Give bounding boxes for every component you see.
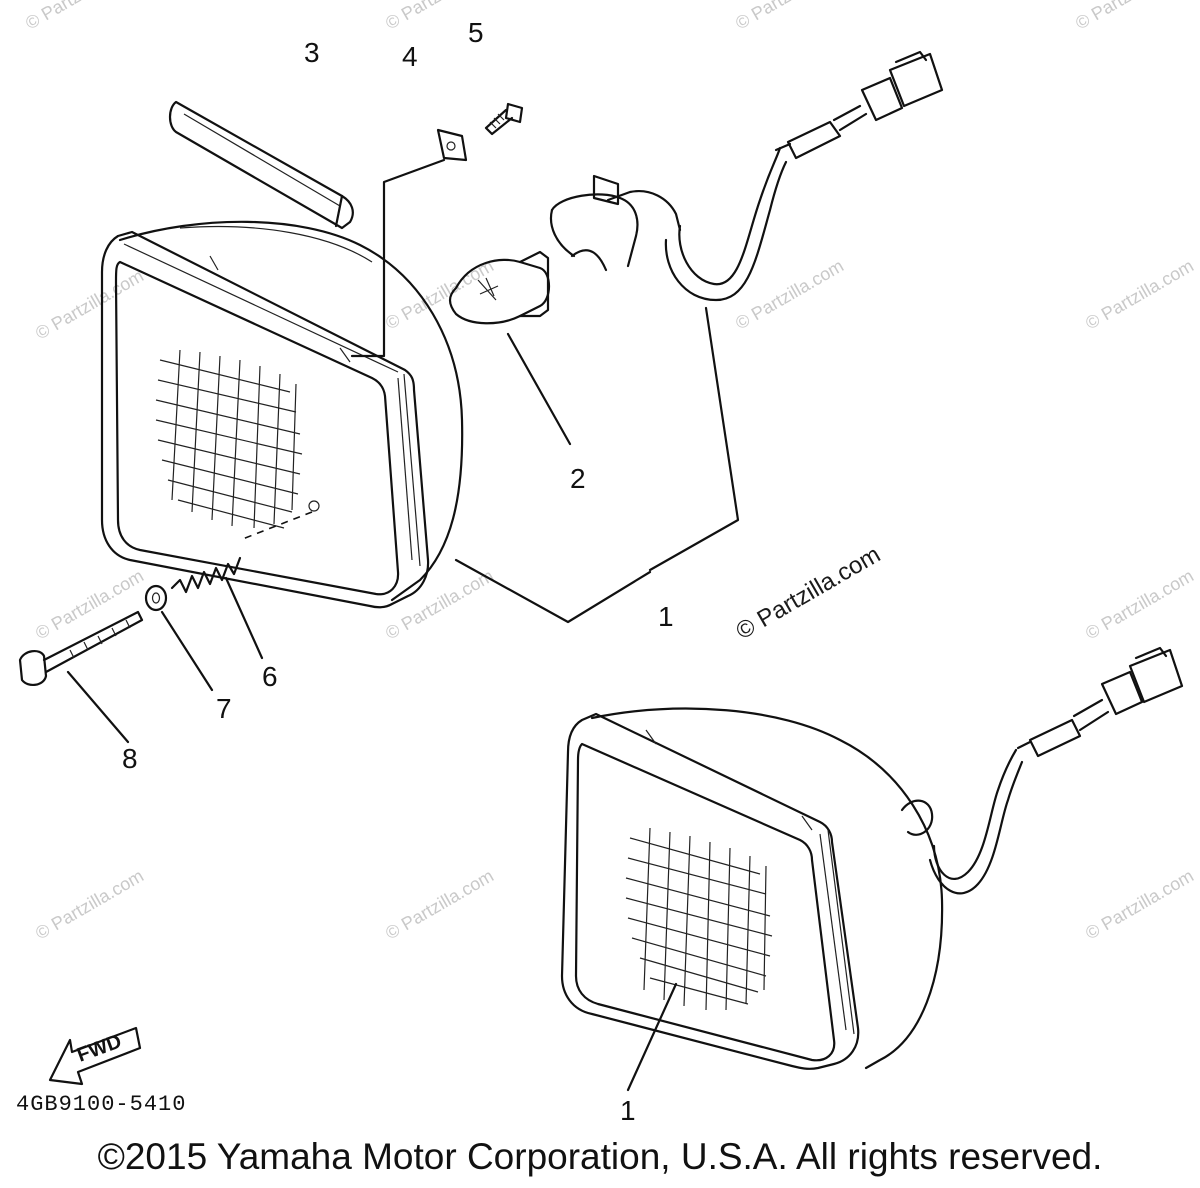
watermark-text: © Partzilla.com [32, 865, 147, 943]
part-8-long-screw [18, 610, 144, 744]
bulb-socket-harness [549, 50, 944, 572]
watermark-text: © Partzilla.com [382, 865, 497, 943]
part-7-washer [144, 584, 214, 692]
part-2-bulb [448, 250, 572, 446]
watermark-text-main: © Partzilla.com [732, 541, 886, 645]
watermark-text: © Partzilla.com [32, 265, 147, 343]
watermark-text: © Partzilla.com [1072, 0, 1187, 33]
part-6-spring [170, 556, 264, 660]
watermark-text: © Partzilla.com [1082, 565, 1197, 643]
callout-1-upper: 1 [658, 601, 674, 632]
headlight-lower [560, 646, 1184, 1092]
callout-6: 6 [262, 661, 278, 692]
part-5-screw [484, 102, 524, 136]
watermark-text: © Partzilla.com [382, 565, 497, 643]
fwd-label: FWD [74, 1030, 124, 1066]
callout-7: 7 [216, 693, 232, 724]
callout-1-lower: 1 [620, 1095, 636, 1126]
headlight-upper [100, 220, 464, 609]
watermark-text: © Partzilla.com [1082, 255, 1197, 333]
leader-1-upper [454, 558, 652, 624]
callout-5: 5 [468, 17, 484, 48]
watermark-text: © Partzilla.com [382, 255, 497, 333]
callout-4: 4 [402, 41, 418, 72]
watermark-text: © Partzilla.com [32, 565, 147, 643]
watermark-text: © Partzilla.com [732, 0, 847, 33]
watermark-layer: © Partzilla.com © Partzilla.com © Partzi… [22, 0, 1197, 943]
callout-8: 8 [122, 743, 138, 774]
lens-grid-pattern [155, 349, 303, 529]
diagram-code: 4GB9100-5410 [16, 1092, 186, 1117]
callout-2: 2 [570, 463, 586, 494]
copyright-notice: ©2015 Yamaha Motor Corporation, U.S.A. A… [97, 1136, 1103, 1177]
watermark-text: © Partzilla.com [732, 255, 847, 333]
part-4-nut-clip [350, 128, 468, 358]
lens-grid-pattern [625, 827, 773, 1011]
callout-3: 3 [304, 37, 320, 68]
watermark-text: © Partzilla.com [22, 0, 137, 33]
fwd-arrow-icon: FWD [48, 1026, 142, 1086]
part-3-trim-strip [168, 100, 354, 230]
watermark-text: © Partzilla.com [1082, 865, 1197, 943]
